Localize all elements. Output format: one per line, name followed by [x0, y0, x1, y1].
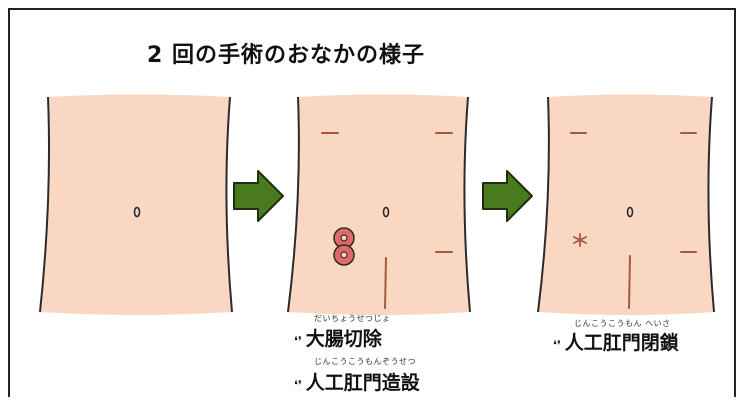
navel-icon	[626, 206, 634, 218]
incision-scar-icon	[384, 257, 387, 309]
navel-icon	[133, 206, 141, 218]
navel-icon	[382, 206, 390, 218]
caption-ruby-stoma-creation: じんこうこうもんぞうせつ	[314, 357, 416, 366]
stoma-closure-scar-icon	[573, 233, 587, 247]
abdomen-after-second-surgery	[537, 94, 715, 315]
caption-stoma-creation-text: 人工肛門造設	[305, 372, 420, 394]
caption-ruby-stoma-closure: じんこうこうもん へいさ	[574, 319, 671, 328]
paw-print-icon: ❛❜	[294, 333, 302, 348]
paw-print-icon: ❛❜	[294, 377, 302, 392]
right-arrow-icon	[233, 170, 284, 222]
caption-stoma-creation: ❛❜人工肛門造設	[294, 368, 420, 395]
right-arrow-icon	[482, 170, 533, 222]
caption-ruby-colectomy: だいちょうせつじょ	[314, 314, 391, 323]
abdomen-before	[39, 94, 233, 315]
incision-scar-icon	[628, 255, 631, 309]
caption-stoma-closure: ❛❜人工肛門閉鎖	[553, 328, 679, 355]
page-title: 2 回の手術のおなかの様子	[147, 43, 425, 68]
abdomen-after-first-surgery	[287, 94, 471, 315]
caption-colectomy: ❛❜大腸切除	[294, 324, 382, 351]
paw-print-icon: ❛❜	[553, 337, 561, 352]
caption-colectomy-text: 大腸切除	[305, 328, 382, 350]
caption-stoma-closure-text: 人工肛門閉鎖	[564, 332, 679, 354]
stoma-icon	[333, 227, 355, 266]
